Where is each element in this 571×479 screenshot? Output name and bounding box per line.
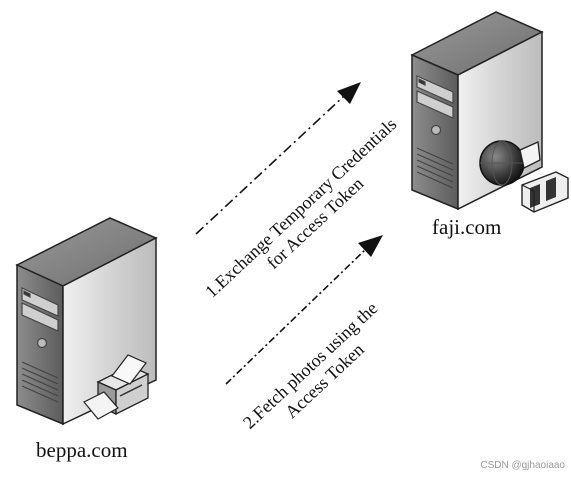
arrow-exchange-credentials <box>195 82 361 235</box>
server-left-label: beppa.com <box>36 438 128 462</box>
printer-icon <box>83 354 150 420</box>
server-right-icon <box>410 11 544 211</box>
watermark: CSDN @gjhaoiaao <box>480 460 565 471</box>
globe-camera-icon <box>479 140 569 213</box>
server-right-label: faji.com <box>432 215 502 239</box>
arrow-fetch-photos <box>225 235 383 385</box>
